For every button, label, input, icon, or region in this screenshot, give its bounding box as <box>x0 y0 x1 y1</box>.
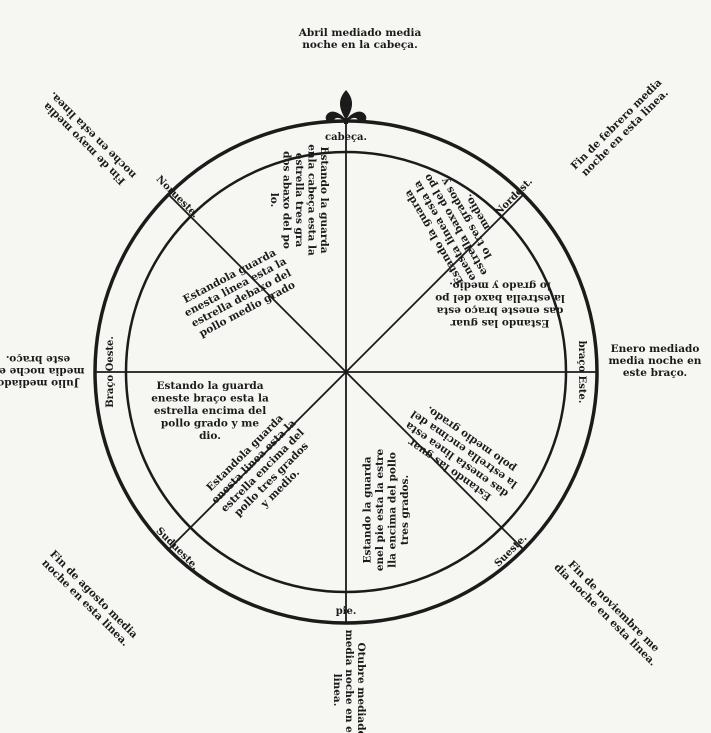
title-outside-northeast: Fin de febrero medianoche en esta linea. <box>569 76 673 180</box>
text-line: Fin de mayo media <box>41 100 128 187</box>
text-line: media noche en <box>609 355 702 367</box>
text-line: Estando la guarda <box>361 456 373 563</box>
spoke-line <box>167 371 347 551</box>
text-line: enla cabeça esta la <box>306 144 318 256</box>
text-line: estrella tres gra <box>293 153 305 248</box>
text-line: noche en esta linea. <box>47 89 139 181</box>
text-line: Abril mediado media <box>298 27 422 39</box>
text-line: dos abaxo del po <box>281 151 293 249</box>
text-line: Fin de agosto media <box>47 548 140 641</box>
ring-labels-bottom: pie. <box>336 606 357 617</box>
title-outside-left: Julio mediadomedia noche eneste braço. <box>0 353 84 389</box>
spokes <box>95 121 597 623</box>
text-line: noche en la cabeça. <box>302 39 418 51</box>
text-line: braço Este. <box>576 341 587 404</box>
text-line: lla encima del pollo <box>386 452 398 568</box>
title-outside-bottom: Otubre mediadomedia noche en estalinea. <box>331 630 367 733</box>
text-line: lo. <box>268 193 280 207</box>
text-line: pollo grado y me <box>161 418 260 430</box>
text-line: Nordest. <box>493 176 535 218</box>
text-line: Fin de noviembre me <box>565 558 661 654</box>
spoke-line <box>345 193 525 373</box>
text-line: este braço. <box>623 367 687 379</box>
ring-labels-left: Braço Oeste. <box>105 336 116 408</box>
text-line: Fin de febrero media <box>569 76 665 172</box>
text-line: Sudueste. <box>154 526 201 573</box>
segments-northeast: Estando la guardaenesta linea esta laest… <box>400 159 511 290</box>
segments-right: Estando las guardas eneste braço estala … <box>435 279 565 329</box>
segments-top: Estando la guardaenla cabeça esta laestr… <box>268 144 330 256</box>
segments-bottom: Estando la guardaenel pie esta la estrel… <box>361 449 411 572</box>
text-line: Estando la guarda <box>156 380 263 392</box>
text-line: enel pie esta la estre <box>374 449 386 572</box>
text-line: noche en esta linea. <box>579 87 671 179</box>
text-line: Estando la guarda <box>318 146 330 253</box>
segments-northwest: Estandola guardaenesta linea esta laestr… <box>177 244 301 341</box>
text-line: la estrella baxo del po <box>435 292 565 304</box>
text-line: linea. <box>331 674 343 707</box>
text-line: Enero mediado <box>611 343 700 355</box>
text-line: Julio mediado <box>0 377 80 389</box>
ring-labels-southwest: Sudueste. <box>154 526 201 573</box>
text-line: Estando las guar <box>450 317 549 329</box>
text-line: tres grados. <box>399 475 411 545</box>
text-line: media noche en <box>0 365 84 377</box>
text-line: media noche en esta <box>343 630 355 733</box>
spoke-line <box>345 371 525 551</box>
text-line: noche en esta linea. <box>39 557 131 649</box>
ring-labels-northeast: Nordest. <box>493 176 535 218</box>
text-line: este braço. <box>6 353 70 365</box>
segments-southeast: Estando las guardas enesta linea estala … <box>394 398 526 511</box>
fleur-de-lis-icon <box>325 90 367 124</box>
ring-labels-northwest: Norueste. <box>154 174 201 221</box>
text-line: dia noche en esta linea. <box>552 561 659 668</box>
title-outside-northwest: Fin de mayo medianoche en esta linea. <box>39 89 139 189</box>
text-line: das eneste braço esta <box>436 304 563 316</box>
text-line: estrella encima del <box>154 405 266 417</box>
ring-labels-top: cabeça. <box>325 132 367 143</box>
title-outside-southeast: Fin de noviembre media noche en esta lin… <box>552 553 668 669</box>
text-line: Norueste. <box>154 174 201 221</box>
text-line: Braço Oeste. <box>105 336 116 408</box>
ring-labels-right: braço Este. <box>576 341 587 404</box>
title-outside-southwest: Fin de agosto medianoche en esta linea. <box>39 548 140 649</box>
text-line: cabeça. <box>325 132 367 143</box>
text-line: eneste braço esta la <box>151 393 269 405</box>
text-line: lo grado y medio. <box>449 279 551 291</box>
text-line: dio. <box>199 430 221 442</box>
text-line: Otubre mediado <box>355 642 367 733</box>
text-line: pie. <box>336 606 357 617</box>
spoke-line <box>167 193 347 373</box>
